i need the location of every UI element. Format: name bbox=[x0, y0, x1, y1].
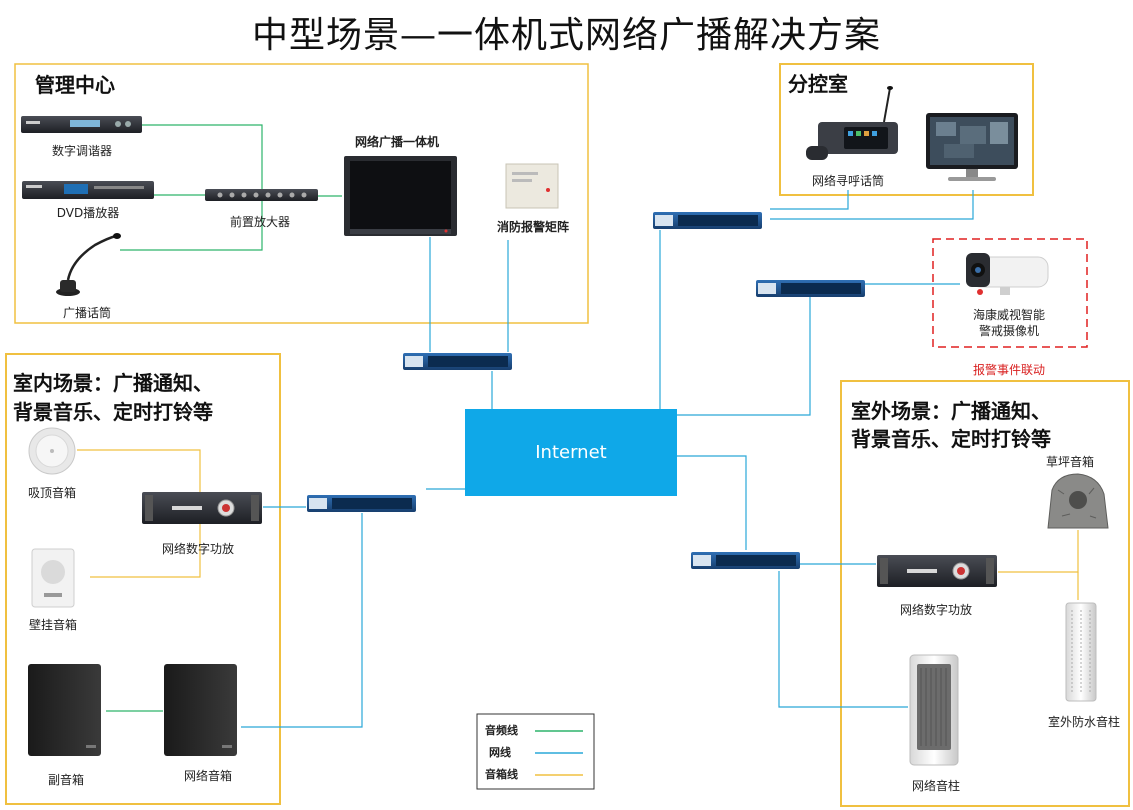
switch-icon bbox=[691, 552, 800, 569]
paging-console-icon bbox=[806, 86, 898, 160]
switch-icon bbox=[653, 212, 762, 229]
camera-icon bbox=[966, 253, 1049, 295]
legend-network-label: 网线 bbox=[489, 745, 511, 759]
preamp-icon bbox=[205, 189, 318, 201]
amplifier-icon bbox=[142, 492, 262, 524]
sub-control-title: 分控室 bbox=[788, 72, 848, 96]
ceiling-speaker-icon bbox=[28, 427, 76, 475]
preamp-label: 前置放大器 bbox=[230, 214, 290, 229]
broadcast-host-icon bbox=[344, 156, 457, 236]
paging-mic-label: 网络寻呼话筒 bbox=[812, 173, 884, 188]
page-title: 中型场景—一体机式网络广播解决方案 bbox=[251, 15, 881, 56]
camera-label-line2: 警戒摄像机 bbox=[979, 323, 1039, 338]
microphone-icon bbox=[56, 233, 121, 296]
camera-alarm-zone bbox=[932, 238, 1088, 348]
legend: 音频线 网线 音箱线 bbox=[476, 713, 595, 790]
lawn-speaker-icon bbox=[1047, 473, 1109, 529]
wall-speaker-icon bbox=[31, 548, 75, 608]
monitor-icon bbox=[926, 113, 1018, 181]
amplifier-icon bbox=[877, 555, 997, 587]
indoor-title-line2: 背景音乐、定时打铃等 bbox=[13, 400, 213, 424]
outdoor-title-line1: 室外场景：广播通知、 bbox=[851, 399, 1051, 423]
switch-icon bbox=[403, 353, 512, 370]
wall-speaker-label: 壁挂音箱 bbox=[29, 617, 77, 632]
dvd-label: DVD播放器 bbox=[57, 205, 119, 220]
mic-label: 广播话筒 bbox=[63, 305, 111, 320]
network-speaker-label: 网络音箱 bbox=[184, 768, 232, 783]
outdoor-title-line2: 背景音乐、定时打铃等 bbox=[851, 427, 1051, 451]
fire-matrix-label: 消防报警矩阵 bbox=[497, 219, 569, 234]
indoor-title-line1: 室内场景：广播通知、 bbox=[13, 371, 213, 395]
legend-audio-label: 音频线 bbox=[485, 723, 518, 737]
outdoor-amp-label: 网络数字功放 bbox=[900, 602, 972, 617]
lawn-speaker-label: 草坪音箱 bbox=[1046, 454, 1094, 469]
legend-speaker-label: 音箱线 bbox=[485, 767, 518, 781]
alarm-link-label: 报警事件联动 bbox=[973, 362, 1045, 377]
sub-control-zone bbox=[779, 63, 1034, 196]
indoor-amp-label: 网络数字功放 bbox=[162, 541, 234, 556]
network-lines bbox=[241, 190, 974, 728]
dvd-icon bbox=[22, 181, 154, 199]
tuner-icon bbox=[21, 116, 142, 133]
waterproof-column-label: 室外防水音柱 bbox=[1048, 714, 1120, 729]
camera-label-line1: 海康威视智能 bbox=[973, 307, 1045, 322]
outdoor-zone bbox=[840, 380, 1130, 807]
network-column-label: 网络音柱 bbox=[912, 778, 960, 793]
ceiling-speaker-label: 吸顶音箱 bbox=[28, 485, 76, 500]
management-title: 管理中心 bbox=[35, 73, 115, 97]
fire-matrix-icon bbox=[505, 163, 559, 209]
network-speaker-icon bbox=[164, 664, 237, 756]
all-in-one-label: 网络广播一体机 bbox=[355, 134, 439, 149]
switch-icon bbox=[307, 495, 416, 512]
sub-speaker-icon bbox=[28, 664, 101, 756]
audio-lines bbox=[106, 124, 342, 712]
indoor-zone bbox=[5, 353, 281, 805]
network-column-icon bbox=[909, 654, 959, 766]
waterproof-column-icon bbox=[1065, 602, 1097, 702]
tuner-label: 数字调谐器 bbox=[52, 143, 112, 158]
internet-label: Internet bbox=[535, 442, 606, 463]
switch-icon bbox=[756, 280, 865, 297]
management-zone bbox=[14, 63, 589, 324]
internet-cloud bbox=[465, 409, 677, 496]
sub-speaker-label: 副音箱 bbox=[48, 772, 84, 787]
speaker-lines bbox=[77, 449, 1079, 600]
